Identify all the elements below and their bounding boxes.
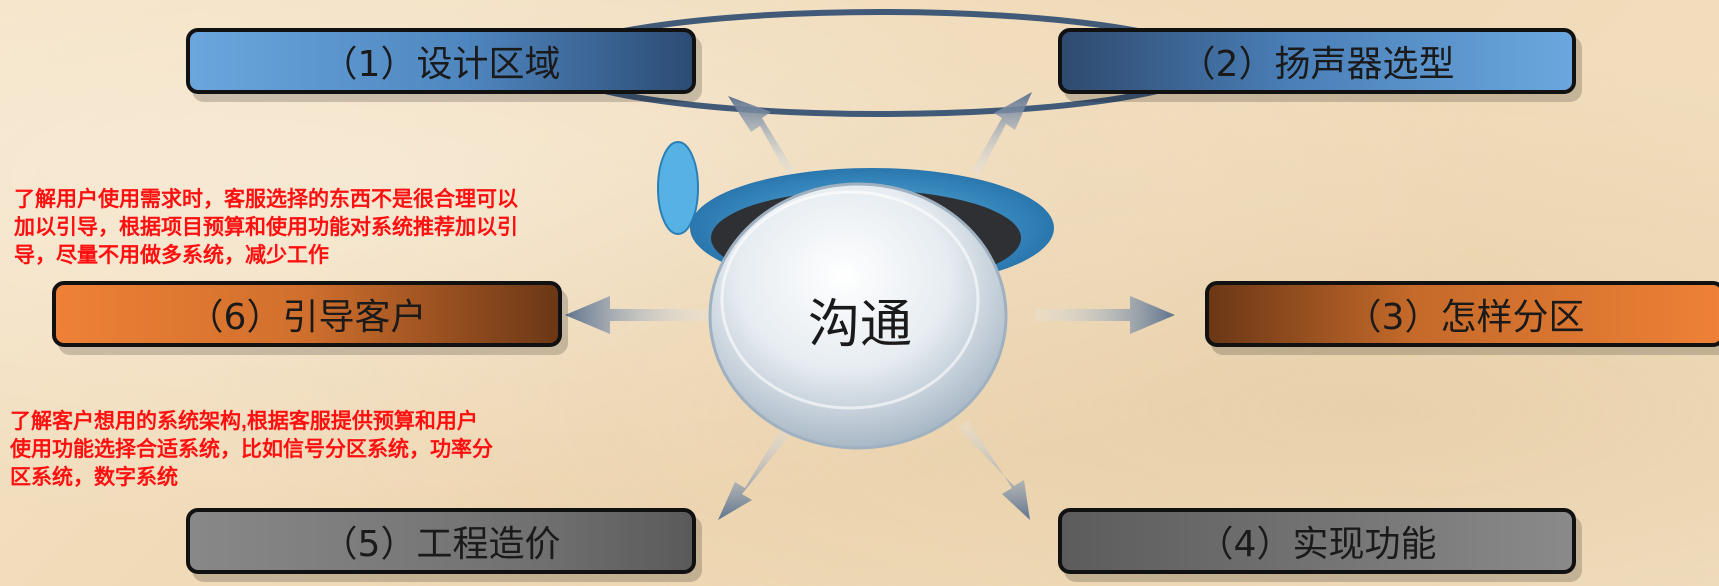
arrow-down-left [718, 420, 796, 520]
node-label: （6）引导客户 [187, 297, 427, 338]
note-system-architecture: 了解客户想用的系统架构,根据客服提供预算和用户 使用功能选择合适系统，比如信号分… [10, 408, 570, 492]
arrow-up-left [728, 96, 794, 180]
node-design-area[interactable]: （1）设计区域 [186, 28, 696, 94]
note-line: 了解用户使用需求时，客服选择的东西不是很合理可以 [14, 188, 518, 211]
arrow-down-right [958, 420, 1030, 520]
node-label: （2）扬声器选型 [1179, 44, 1455, 85]
arrow-up-right [972, 92, 1032, 178]
node-label: （1）设计区域 [321, 44, 561, 85]
node-label: （3）怎样分区 [1345, 297, 1585, 338]
node-label: （5）工程造价 [321, 524, 561, 565]
note-line: 导，尽量不用做多系统，减少工作 [14, 244, 329, 267]
arrow-left [565, 296, 710, 334]
node-project-cost[interactable]: （5）工程造价 [186, 508, 696, 574]
note-line: 使用功能选择合适系统，比如信号分区系统，功率分 [10, 438, 493, 461]
center-label: 沟通 [807, 295, 912, 355]
note-line: 了解客户想用的系统架构,根据客服提供预算和用户 [10, 410, 478, 433]
center-orb [657, 141, 1054, 450]
node-label: （4）实现功能 [1197, 524, 1437, 565]
note-line: 区系统，数字系统 [10, 466, 178, 489]
note-guide-customer: 了解用户使用需求时，客服选择的东西不是很合理可以 加以引导，根据项目预算和使用功… [14, 186, 614, 270]
note-line: 加以引导，根据项目预算和使用功能对系统推荐加以引 [14, 216, 518, 239]
node-guide-customer[interactable]: （6）引导客户 [52, 281, 562, 347]
arrow-right [1035, 296, 1175, 334]
node-zoning[interactable]: （3）怎样分区 [1205, 281, 1719, 347]
node-speaker-selection[interactable]: （2）扬声器选型 [1058, 28, 1576, 94]
node-functions[interactable]: （4）实现功能 [1058, 508, 1576, 574]
